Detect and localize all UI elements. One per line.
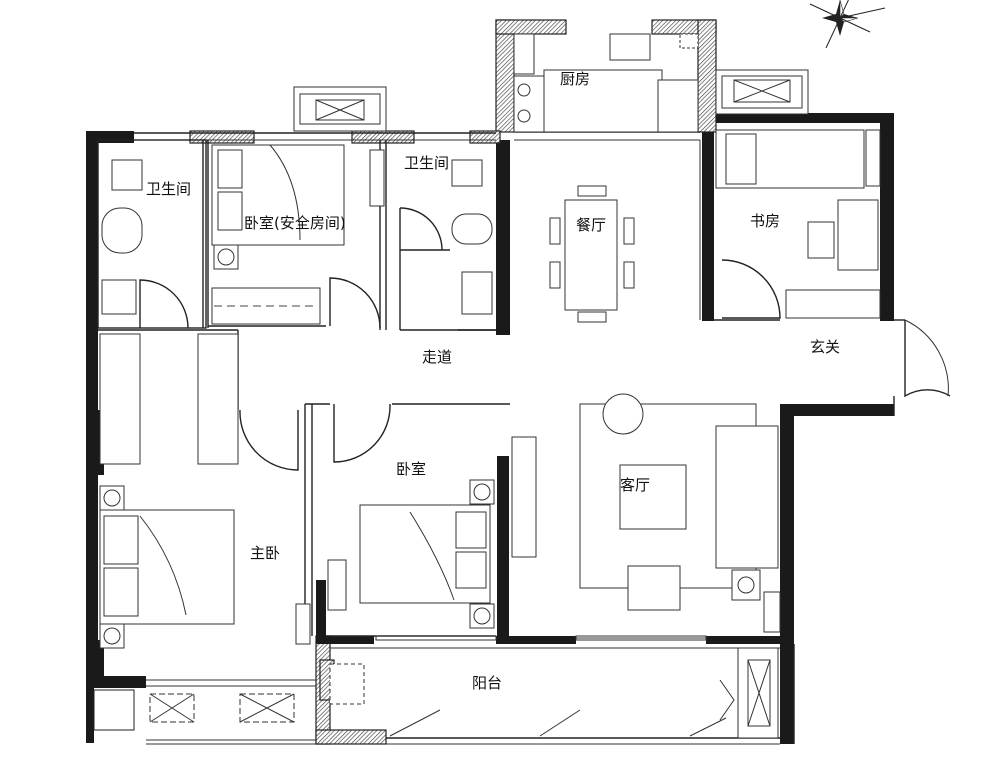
label-living: 客厅 bbox=[620, 476, 650, 494]
doors bbox=[139, 207, 951, 737]
label-bedroom-safe: 卧室(安全房间) bbox=[244, 214, 346, 232]
exterior-walls bbox=[86, 19, 894, 745]
label-bedroom: 卧室 bbox=[396, 460, 426, 478]
label-kitchen: 厨房 bbox=[560, 70, 590, 88]
label-bathroom-mid: 卫生间 bbox=[404, 154, 449, 172]
room-labels: 卫生间 卧室(安全房间) 卫生间 厨房 餐厅 书房 玄关 走道 卧室 客厅 主卧… bbox=[146, 70, 840, 692]
wardrobe bbox=[99, 333, 239, 465]
furniture bbox=[99, 33, 881, 721]
windows bbox=[149, 69, 809, 739]
label-balcony: 阳台 bbox=[472, 674, 502, 692]
label-entrance: 玄关 bbox=[810, 338, 840, 356]
label-corridor: 走道 bbox=[422, 348, 452, 366]
label-master: 主卧 bbox=[250, 544, 280, 562]
compass-rose-icon bbox=[809, 0, 886, 49]
label-bathroom-left: 卫生间 bbox=[146, 180, 191, 198]
label-study: 书房 bbox=[750, 212, 780, 230]
label-dining: 餐厅 bbox=[576, 216, 606, 234]
